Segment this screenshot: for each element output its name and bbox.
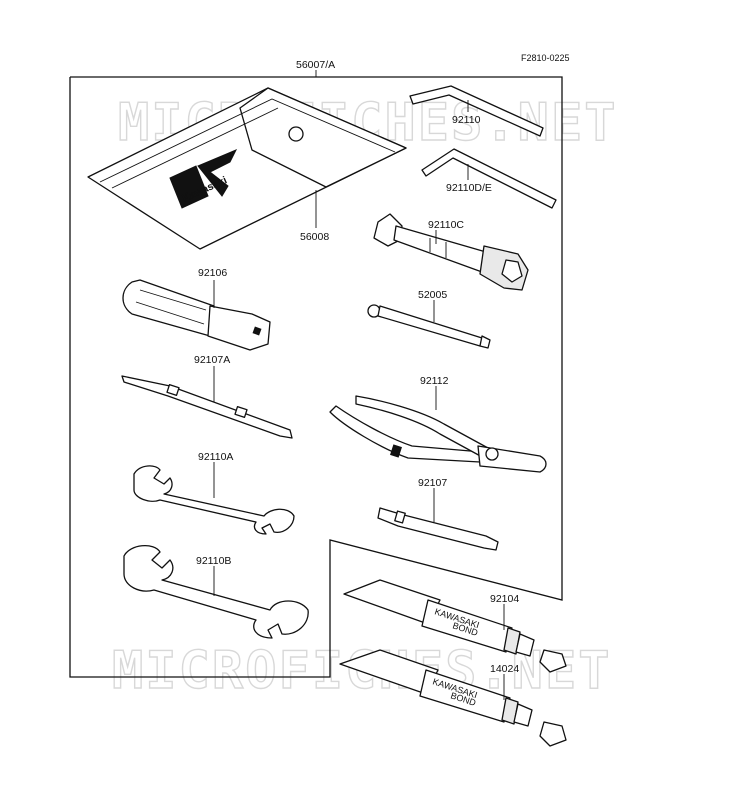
part-label-92110de: 92110D/E: [446, 182, 492, 194]
part-label-92110c: 92110C: [428, 219, 464, 231]
hex-key-2-illustration: [421, 148, 557, 209]
phillips-screwdriver-illustration: [377, 507, 499, 551]
part-label-92112: 92112: [420, 375, 449, 387]
part-label-92104: 92104: [490, 593, 519, 605]
bond-tube-2-illustration: KAWASAKI BOND: [339, 649, 567, 747]
part-label-92110: 92110: [452, 114, 481, 126]
figure-code: F2810-0225: [521, 53, 570, 63]
part-label-56008: 56008: [300, 231, 329, 243]
part-label-52005: 52005: [418, 289, 447, 301]
part-label-92107: 92107: [418, 477, 447, 489]
part-label-92110b: 92110B: [196, 555, 231, 567]
hex-key-1-illustration: [409, 85, 544, 137]
part-label-92110a: 92110A: [198, 451, 233, 463]
screwdriver-handle-illustration: [122, 279, 271, 351]
pliers-illustration: [329, 395, 547, 473]
tool-bag-illustration: Kawasaki: [87, 87, 407, 250]
part-label-14024: 14024: [490, 663, 519, 675]
part-label-92107a: 92107A: [194, 354, 230, 366]
spark-plug-wrench-illustration: [373, 213, 529, 291]
part-label-92106: 92106: [198, 267, 227, 279]
wrench-a-illustration: [133, 465, 295, 535]
handle-bar-illustration: [367, 304, 491, 349]
group-label: 56007/A: [296, 59, 335, 71]
screwdriver-blade-illustration: [121, 375, 293, 439]
wrench-b-illustration: [123, 545, 309, 639]
group-frame: [69, 76, 563, 678]
